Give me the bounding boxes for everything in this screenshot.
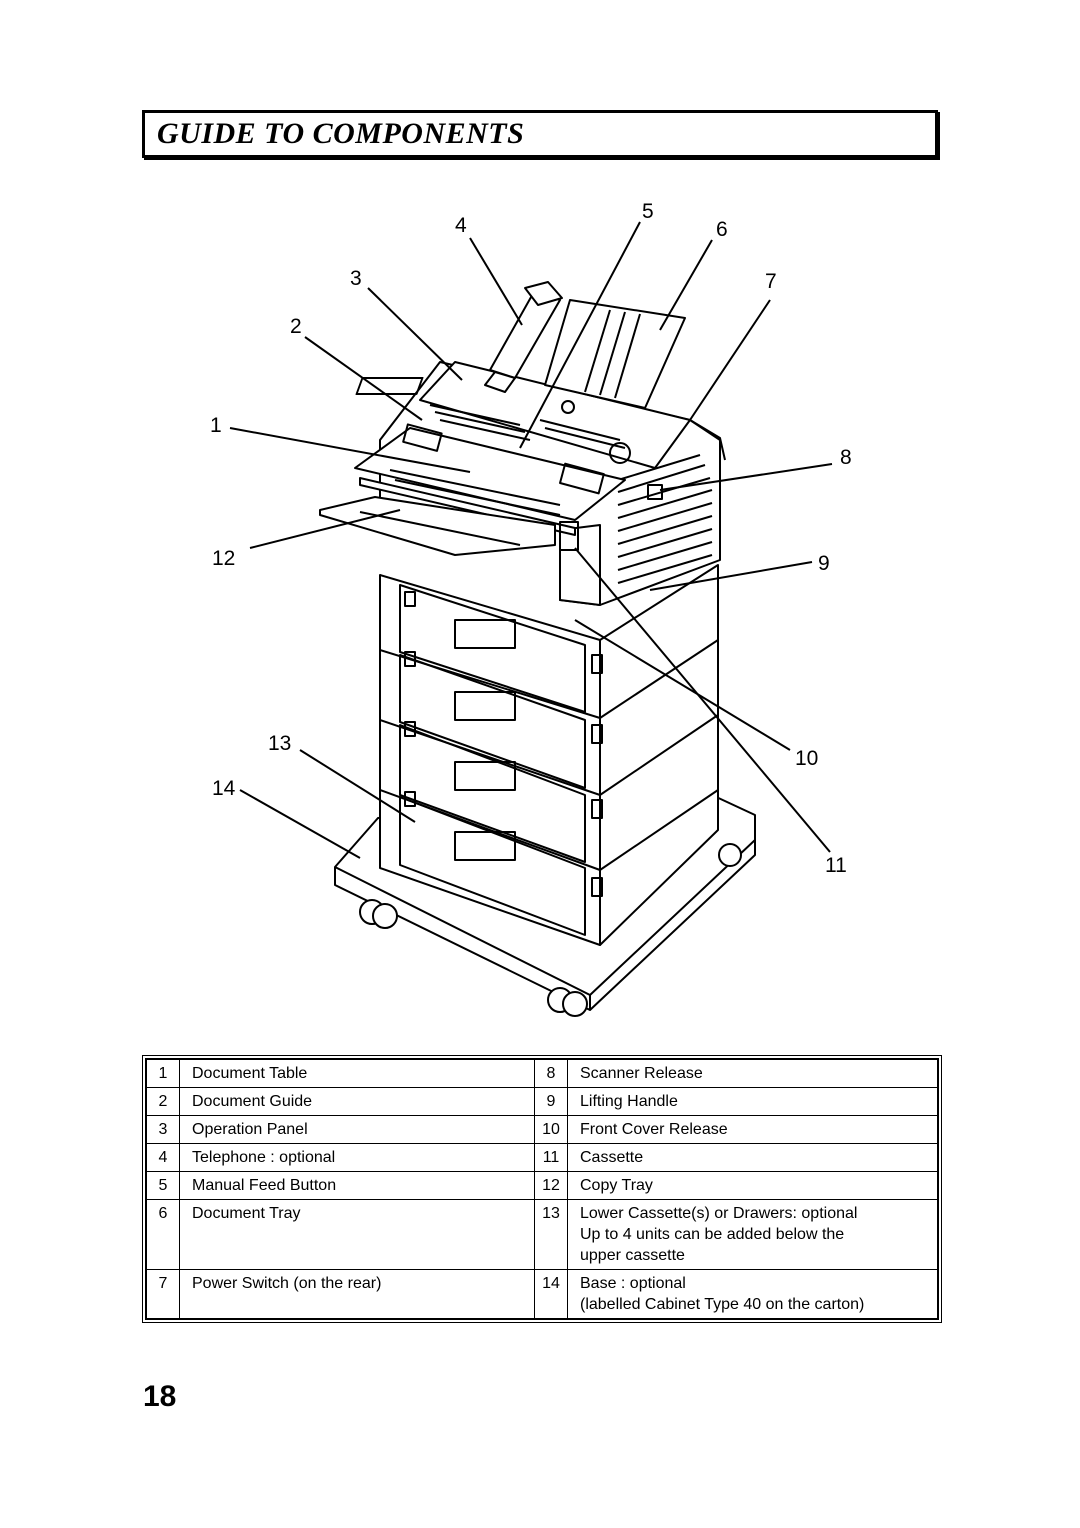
cassette-stack <box>379 564 719 946</box>
item-number: 12 <box>534 1171 568 1200</box>
legend-table: 1 Document Table 8 Scanner Release 2 Doc… <box>146 1059 938 1319</box>
item-number: 14 <box>534 1269 568 1319</box>
components-legend: 1 Document Table 8 Scanner Release 2 Doc… <box>142 1055 942 1323</box>
item-label: Document Table <box>179 1059 535 1088</box>
item-number: 9 <box>534 1087 568 1116</box>
callout-2: 2 <box>290 315 302 338</box>
telephone-handset <box>484 281 563 393</box>
item-label-line2: (labelled Cabinet Type 40 on the carton) <box>580 1296 865 1313</box>
legend-row: 7 Power Switch (on the rear) 14 Base : o… <box>146 1269 938 1319</box>
legend-row: 1 Document Table 8 Scanner Release <box>146 1059 938 1088</box>
item-label-line2: Up to 4 units can be added below the <box>580 1226 845 1243</box>
fax-machine-drawing: 1 2 3 4 5 6 7 8 9 10 11 12 13 14 <box>210 200 852 1017</box>
item-number: 2 <box>146 1087 180 1116</box>
document-tray <box>544 299 686 409</box>
item-label: Lower Cassette(s) or Drawers: optional <box>580 1205 858 1222</box>
callout-10: 10 <box>795 747 818 770</box>
callout-6: 6 <box>716 218 728 241</box>
item-number: 5 <box>146 1171 180 1200</box>
item-number: 13 <box>534 1199 568 1270</box>
legend-row: 3 Operation Panel 10 Front Cover Release <box>146 1115 938 1144</box>
legend-row: 5 Manual Feed Button 12 Copy Tray <box>146 1171 938 1200</box>
item-number: 8 <box>534 1059 568 1088</box>
callout-7: 7 <box>765 270 777 293</box>
item-label: Telephone : optional <box>179 1143 535 1172</box>
callout-1: 1 <box>210 414 222 437</box>
callout-14: 14 <box>212 777 236 800</box>
title-box: GUIDE TO COMPONENTS <box>142 110 938 158</box>
page-title: GUIDE TO COMPONENTS <box>157 117 525 150</box>
item-number: 11 <box>534 1143 568 1172</box>
item-number: 7 <box>146 1269 180 1319</box>
item-label: Operation Panel <box>179 1115 535 1144</box>
item-number: 3 <box>146 1115 180 1144</box>
legend-row: 4 Telephone : optional 11 Cassette <box>146 1143 938 1172</box>
item-label: Front Cover Release <box>567 1115 938 1144</box>
callout-3: 3 <box>350 267 362 290</box>
scanner-release-block <box>559 521 579 551</box>
legend-row: 2 Document Guide 9 Lifting Handle <box>146 1087 938 1116</box>
item-label: Copy Tray <box>567 1171 938 1200</box>
callout-9: 9 <box>818 552 830 575</box>
item-number: 1 <box>146 1059 180 1088</box>
item-label-multiline: Lower Cassette(s) or Drawers: optional U… <box>567 1199 938 1270</box>
callout-5: 5 <box>642 200 654 223</box>
item-label-multiline: Base : optional (labelled Cabinet Type 4… <box>567 1269 938 1319</box>
legend-row: 6 Document Tray 13 Lower Cassette(s) or … <box>146 1199 938 1270</box>
callout-13: 13 <box>268 732 291 755</box>
item-number: 10 <box>534 1115 568 1144</box>
item-label: Lifting Handle <box>567 1087 938 1116</box>
page-number: 18 <box>143 1380 177 1413</box>
item-label: Power Switch (on the rear) <box>179 1269 535 1319</box>
callout-4: 4 <box>455 214 467 237</box>
callout-11: 11 <box>825 854 847 877</box>
item-label: Base : optional <box>580 1275 686 1292</box>
item-label-line3: upper cassette <box>580 1247 685 1264</box>
copy-tray <box>319 496 556 556</box>
item-label: Document Tray <box>179 1199 535 1270</box>
item-number: 6 <box>146 1199 180 1270</box>
item-label: Scanner Release <box>567 1059 938 1088</box>
callout-12: 12 <box>212 547 235 570</box>
item-label: Document Guide <box>179 1087 535 1116</box>
machine-illustration: 1 2 3 4 5 6 7 8 9 10 11 12 13 14 <box>0 170 1080 1040</box>
item-label: Manual Feed Button <box>179 1171 535 1200</box>
item-number: 4 <box>146 1143 180 1172</box>
callout-8: 8 <box>840 446 852 469</box>
item-label: Cassette <box>567 1143 938 1172</box>
